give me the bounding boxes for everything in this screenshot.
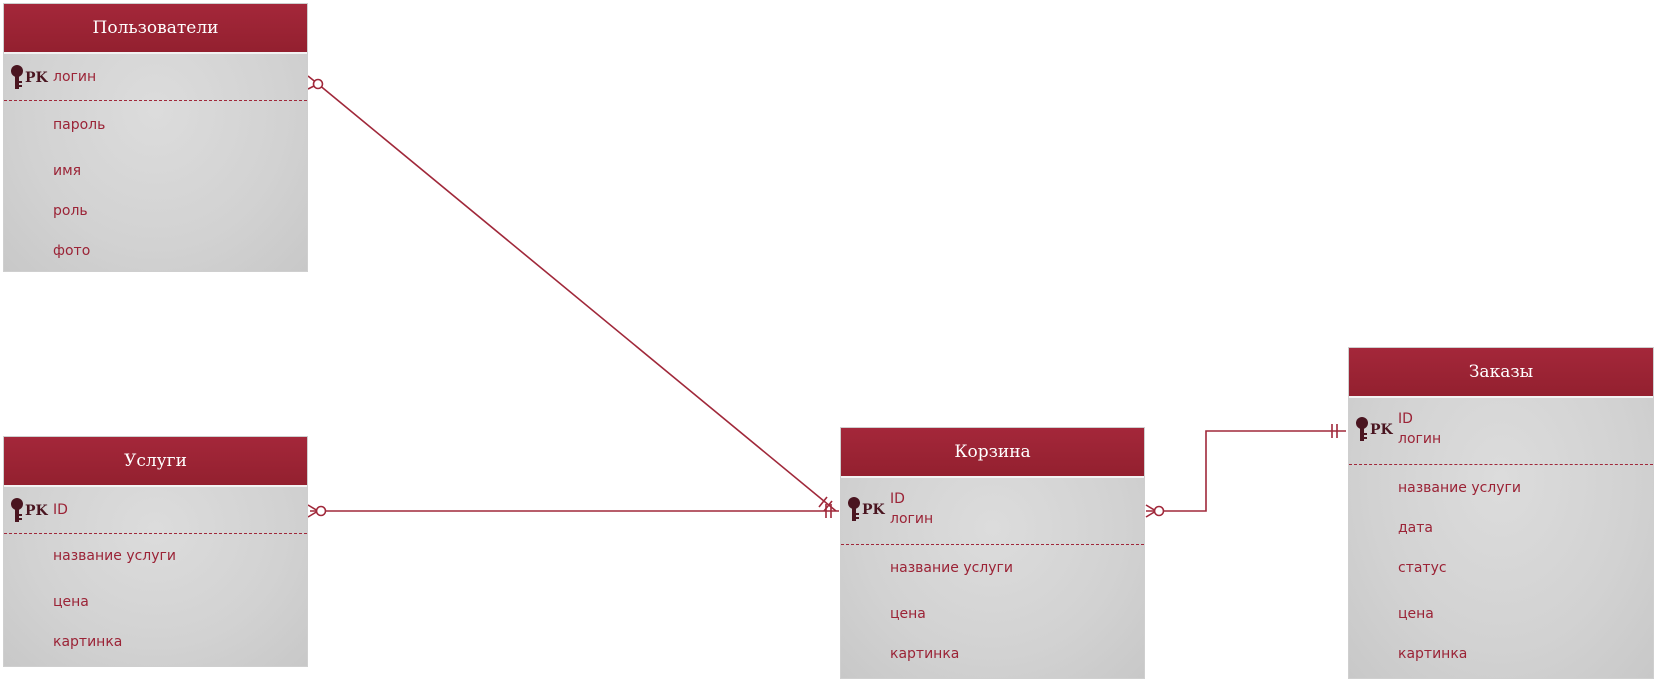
entity-cart[interactable]: Корзина PK ID логин название услуги цена…: [840, 427, 1145, 679]
pk-field: логин: [1398, 431, 1442, 447]
attribute: картинка: [890, 646, 960, 662]
rel-services-cart-bars: [825, 504, 832, 518]
attribute: статус: [1398, 560, 1447, 576]
entity-services[interactable]: Услуги PK ID название услуги цена картин…: [3, 436, 308, 667]
entity-users-title: Пользователи: [4, 4, 307, 54]
entity-orders-pk-row: PK ID логин: [1349, 398, 1653, 465]
entity-users[interactable]: Пользователи PK логин пароль имя роль фо…: [3, 3, 308, 272]
key-icon: [1356, 417, 1368, 441]
rel-cart-orders-line: [1146, 430, 1346, 512]
attribute: цена: [1398, 606, 1434, 622]
pk-label: PK: [25, 503, 48, 519]
key-icon: [848, 497, 860, 521]
pk-label: PK: [862, 502, 885, 518]
key-icon: [11, 498, 23, 522]
rel-users-cart-line: [317, 83, 837, 512]
rel-cart-orders-bars: [1331, 424, 1338, 438]
entity-users-pk-row: PK логин: [4, 54, 307, 101]
pk-fields: ID логин: [890, 489, 933, 529]
pk-badge: PK: [10, 65, 48, 91]
entity-cart-pk-row: PK ID логин: [841, 478, 1144, 545]
pk-label: PK: [1370, 422, 1393, 438]
attribute: цена: [53, 594, 89, 610]
attribute: картинка: [1398, 646, 1468, 662]
entity-services-title: Услуги: [4, 437, 307, 487]
pk-field: ID: [1398, 411, 1413, 427]
pk-fields: логин: [53, 67, 96, 87]
attribute: роль: [53, 203, 88, 219]
entity-services-pk-row: PK ID: [4, 487, 307, 534]
key-icon: [11, 65, 23, 89]
attribute: название услуги: [53, 548, 176, 564]
pk-field: логин: [53, 69, 97, 85]
entity-cart-title: Корзина: [841, 428, 1144, 478]
entity-orders[interactable]: Заказы PK ID логин название услуги дата …: [1348, 347, 1654, 679]
pk-field: логин: [890, 511, 934, 527]
pk-badge: PK: [847, 497, 885, 523]
pk-fields: ID: [53, 500, 68, 520]
attribute: дата: [1398, 520, 1433, 536]
attribute: фото: [53, 243, 91, 259]
rel-users-cart-zero: [312, 78, 324, 90]
attribute: название услуги: [890, 560, 1013, 576]
attribute: картинка: [53, 634, 123, 650]
rel-cart-orders-zero: [1153, 505, 1165, 517]
entity-orders-title: Заказы: [1349, 348, 1653, 398]
attribute: имя: [53, 163, 82, 179]
rel-services-cart-zero: [315, 505, 327, 517]
pk-field: ID: [53, 502, 68, 518]
pk-fields: ID логин: [1398, 409, 1441, 449]
attribute: пароль: [53, 117, 106, 133]
pk-badge: PK: [1355, 417, 1393, 443]
pk-badge: PK: [10, 498, 48, 524]
pk-label: PK: [25, 70, 48, 86]
attribute: цена: [890, 606, 926, 622]
pk-field: ID: [890, 491, 905, 507]
attribute: название услуги: [1398, 480, 1521, 496]
